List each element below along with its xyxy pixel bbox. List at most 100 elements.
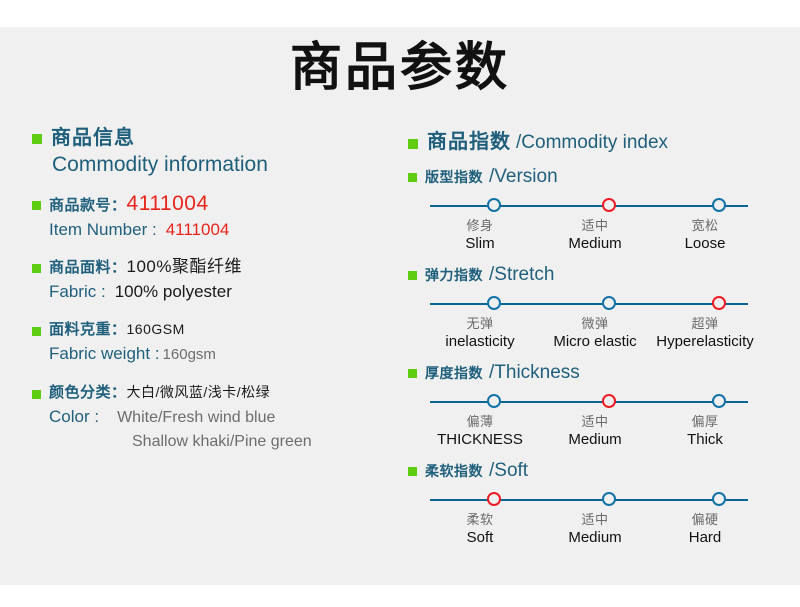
metric-version: 版型指数 /Version 修身 Slim 适中 Medium 宽 — [408, 166, 788, 257]
metric-thickness: 厚度指数 /Thickness 偏薄 THICKNESS 适中 Medium — [408, 362, 788, 453]
bullet-square-icon — [32, 264, 41, 273]
slider-track — [430, 205, 748, 207]
section-heading-cn: 商品指数 — [427, 131, 511, 153]
spec-value-cn: 100%聚酯纤维 — [126, 257, 242, 276]
slider-knob-2[interactable] — [712, 492, 726, 506]
tick-label-cn: 柔软 — [466, 512, 494, 527]
metric-title-cn: 版型指数 — [425, 169, 483, 185]
slider-version[interactable] — [422, 195, 778, 217]
spec-label-en: Item Number : — [49, 220, 157, 239]
slider-soft[interactable] — [422, 489, 778, 511]
tick-label-2: 宽松 Loose — [685, 217, 726, 253]
spec-value-cn: 160GSM — [126, 321, 185, 337]
spec-item-fabric: 商品面料：100%聚酯纤维 Fabric : 100% polyester — [32, 255, 392, 304]
spec-value-en: 4111004 — [165, 220, 230, 239]
slider-knob-0[interactable] — [487, 492, 501, 506]
spec-label-cn: 颜色分类： — [49, 384, 127, 401]
tick-label-cn: 微弹 — [581, 316, 609, 331]
tick-label-1: 适中 Medium — [568, 511, 621, 547]
section-heading-en: Commodity information — [52, 153, 268, 176]
commodity-information-heading: 商品信息 Commodity information — [32, 125, 392, 179]
bullet-square-icon — [408, 139, 418, 149]
metric-stretch: 弹力指数 /Stretch 无弹 inelasticity 微弹 Micro e… — [408, 264, 788, 355]
bullet-square-icon — [32, 327, 41, 336]
tick-label-en: Slim — [465, 235, 495, 252]
metric-soft: 柔软指数 /Soft 柔软 Soft 适中 Medium 偏硬 — [408, 460, 788, 551]
section-heading-en: /Commodity index — [516, 132, 669, 153]
spec-label-cn: 商品面料： — [49, 259, 127, 276]
tick-label-en: Medium — [568, 529, 622, 546]
tick-label-0: 柔软 Soft — [466, 511, 493, 547]
spec-value-en: White/Fresh wind blue — [117, 409, 276, 426]
metric-title-cn: 弹力指数 — [425, 267, 483, 283]
tick-label-cn: 偏厚 — [691, 414, 719, 429]
spec-item-fabric-weight: 面料克重：160GSM Fabric weight :160gsm — [32, 318, 392, 367]
tick-label-cn: 修身 — [466, 218, 494, 233]
bullet-square-icon — [32, 201, 41, 210]
tick-label-en: Hard — [688, 529, 722, 546]
spec-value-en-line2: Shallow khaki/Pine green — [132, 433, 312, 450]
tick-label-cn: 无弹 — [466, 316, 494, 331]
spec-item-color: 颜色分类：大白/微风蓝/浅卡/松绿 Color : White/Fresh win… — [32, 381, 392, 453]
tick-label-cn: 超弹 — [691, 316, 719, 331]
slider-thickness[interactable] — [422, 391, 778, 413]
spec-value-en: 160gsm — [162, 346, 216, 363]
tick-label-0: 无弹 inelasticity — [445, 315, 514, 351]
page-title: 商品参数 — [289, 38, 510, 98]
slider-knob-2[interactable] — [712, 394, 726, 408]
tick-label-en: Hyperelasticity — [656, 333, 754, 350]
bullet-square-icon — [408, 270, 417, 280]
tick-label-cn: 适中 — [581, 512, 609, 527]
slider-knob-1[interactable] — [602, 198, 616, 212]
section-heading-cn: 商品信息 — [51, 127, 135, 149]
slider-knob-0[interactable] — [487, 394, 501, 408]
slider-knob-2[interactable] — [712, 296, 726, 310]
commodity-index-heading: 商品指数/Commodity index — [408, 125, 788, 154]
tick-label-en: Loose — [684, 235, 726, 252]
spec-value-cn: 4111004 — [126, 192, 209, 215]
tick-label-cn: 适中 — [581, 414, 609, 429]
commodity-information-section: 商品信息 Commodity information 商品款号：4111004 … — [32, 125, 392, 466]
slider-knob-1[interactable] — [602, 394, 616, 408]
page-background — [0, 27, 800, 585]
spec-label-en: Color : — [49, 407, 100, 426]
tick-label-0: 修身 Slim — [465, 217, 494, 253]
slider-knob-1[interactable] — [602, 296, 616, 310]
tick-label-cn: 偏薄 — [466, 414, 494, 429]
metric-title-en: /Soft — [489, 460, 529, 481]
metric-title-en: /Thickness — [489, 362, 580, 383]
slider-track — [430, 303, 748, 305]
metric-title-cn: 厚度指数 — [425, 365, 483, 381]
slider-knob-0[interactable] — [487, 296, 501, 310]
tick-label-cn: 偏硬 — [691, 512, 719, 527]
tick-label-en: THICKNESS — [437, 431, 523, 448]
tick-label-1: 适中 Medium — [568, 217, 621, 253]
slider-stretch[interactable] — [422, 293, 778, 315]
bullet-square-icon — [32, 390, 41, 399]
spec-value-cn: 大白/微风蓝/浅卡/松绿 — [126, 384, 271, 400]
tick-label-en: inelasticity — [445, 333, 515, 350]
tick-label-en: Medium — [568, 235, 622, 252]
tick-label-2: 偏硬 Hard — [689, 511, 722, 547]
spec-label-cn: 面料克重： — [49, 321, 127, 338]
bullet-square-icon — [408, 368, 417, 378]
bullet-square-icon — [32, 134, 42, 144]
slider-track — [430, 401, 748, 403]
slider-knob-0[interactable] — [487, 198, 501, 212]
tick-label-2: 偏厚 Thick — [687, 413, 723, 449]
tick-label-en: Micro elastic — [553, 333, 637, 350]
spec-value-en: 100% polyester — [114, 282, 232, 301]
tick-label-1: 适中 Medium — [568, 413, 621, 449]
slider-knob-1[interactable] — [602, 492, 616, 506]
metric-title-en: /Version — [489, 166, 558, 187]
slider-knob-2[interactable] — [712, 198, 726, 212]
tick-label-en: Medium — [568, 431, 622, 448]
tick-label-cn: 宽松 — [691, 218, 719, 233]
tick-label-en: Soft — [466, 529, 494, 546]
metric-title-cn: 柔软指数 — [425, 463, 483, 479]
commodity-index-section: 商品指数/Commodity index 版型指数 /Version 修身 Sl… — [408, 125, 788, 558]
spec-label-en: Fabric : — [49, 282, 106, 301]
tick-label-2: 超弹 Hyperelasticity — [656, 315, 754, 351]
tick-label-cn: 适中 — [581, 218, 609, 233]
spec-item-item-number: 商品款号：4111004 Item Number :4111004 — [32, 192, 392, 242]
